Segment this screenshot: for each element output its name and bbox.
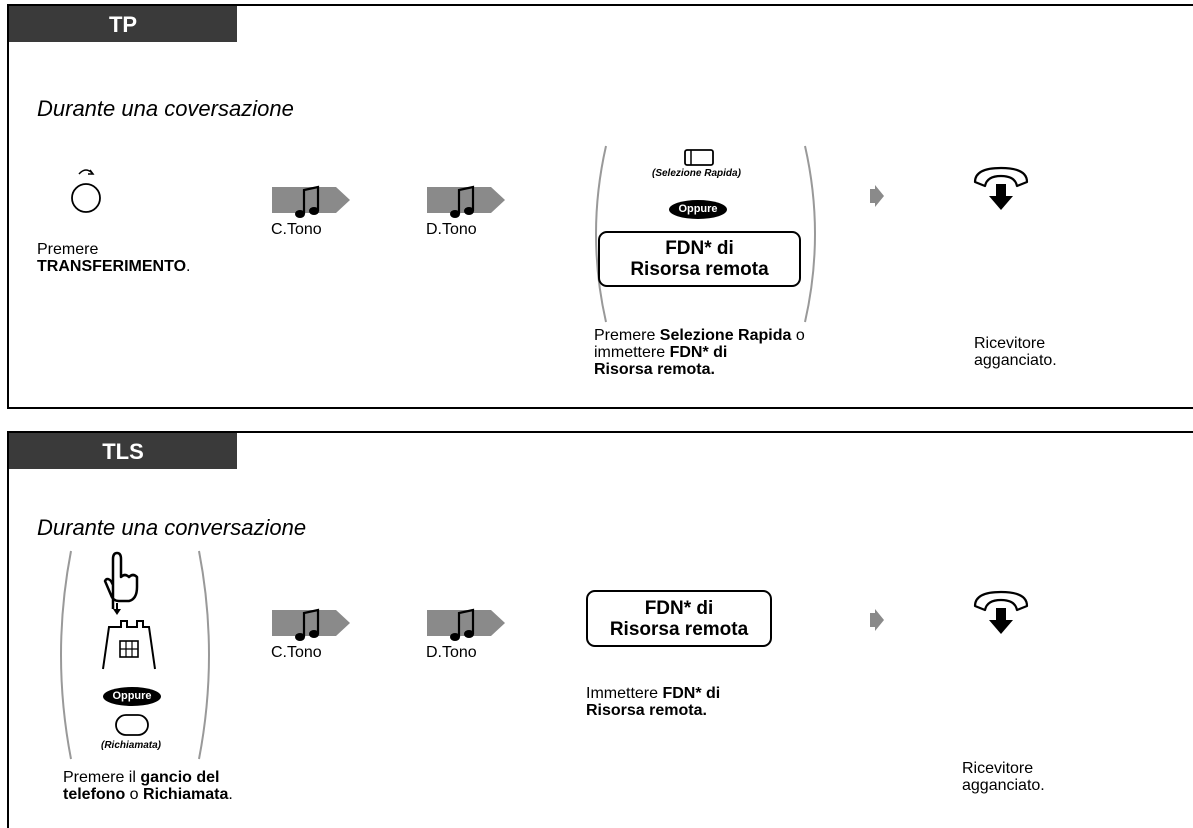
- tls-heading: Durante una conversazione: [37, 515, 307, 540]
- tone-arrow-icon: [272, 608, 350, 641]
- tls-step3-caption: Immettere FDN* di Risorsa remota.: [586, 685, 721, 719]
- right-paren: [198, 550, 210, 760]
- speed-dial-key-icon: [684, 149, 714, 166]
- tp-tone1-label: C.Tono: [271, 221, 322, 238]
- tp-section: TP Durante una coversazione Premere TRAN…: [7, 4, 1193, 409]
- tls-tab: TLS: [9, 433, 237, 469]
- tone-arrow-icon: [272, 185, 350, 218]
- tls-tone2-label: D.Tono: [426, 644, 477, 661]
- transfer-button-icon: [71, 169, 101, 213]
- tls-step1-caption: Premere il gancio del telefono o Richiam…: [63, 769, 233, 803]
- tone-arrow-icon: [427, 608, 505, 641]
- speed-dial-label: (Selezione Rapida): [652, 168, 741, 179]
- recall-key-icon: [115, 714, 149, 736]
- fdn-key: FDN* di Risorsa remota: [586, 590, 772, 647]
- tp-step1-caption: Premere TRANSFERIMENTO.: [37, 241, 191, 275]
- hand-press-icon: [103, 551, 139, 615]
- tls-section: TLS Durante una conversazione Oppure (Ri…: [7, 431, 1193, 828]
- or-badge: Oppure: [669, 200, 727, 219]
- fdn-key: FDN* di Risorsa remota: [598, 231, 801, 287]
- left-paren: [60, 550, 72, 760]
- tls-tone1-label: C.Tono: [271, 644, 322, 661]
- tone-arrow-icon: [427, 185, 505, 218]
- arrow-right-icon: [870, 185, 884, 207]
- tp-tab: TP: [9, 6, 237, 42]
- hookswitch-icon: [102, 620, 156, 670]
- or-badge: Oppure: [103, 687, 161, 706]
- arrow-right-icon: [870, 609, 884, 631]
- recall-label: (Richiamata): [101, 740, 162, 751]
- tp-step3-caption: Premere Selezione Rapida o immettere FDN…: [594, 327, 805, 378]
- hang-up-handset-icon: [973, 166, 1029, 210]
- hang-up-handset-icon: [973, 590, 1029, 634]
- tp-heading: Durante una coversazione: [37, 96, 294, 121]
- right-paren: [804, 145, 816, 323]
- tp-tone2-label: D.Tono: [426, 221, 477, 238]
- left-paren: [595, 145, 607, 323]
